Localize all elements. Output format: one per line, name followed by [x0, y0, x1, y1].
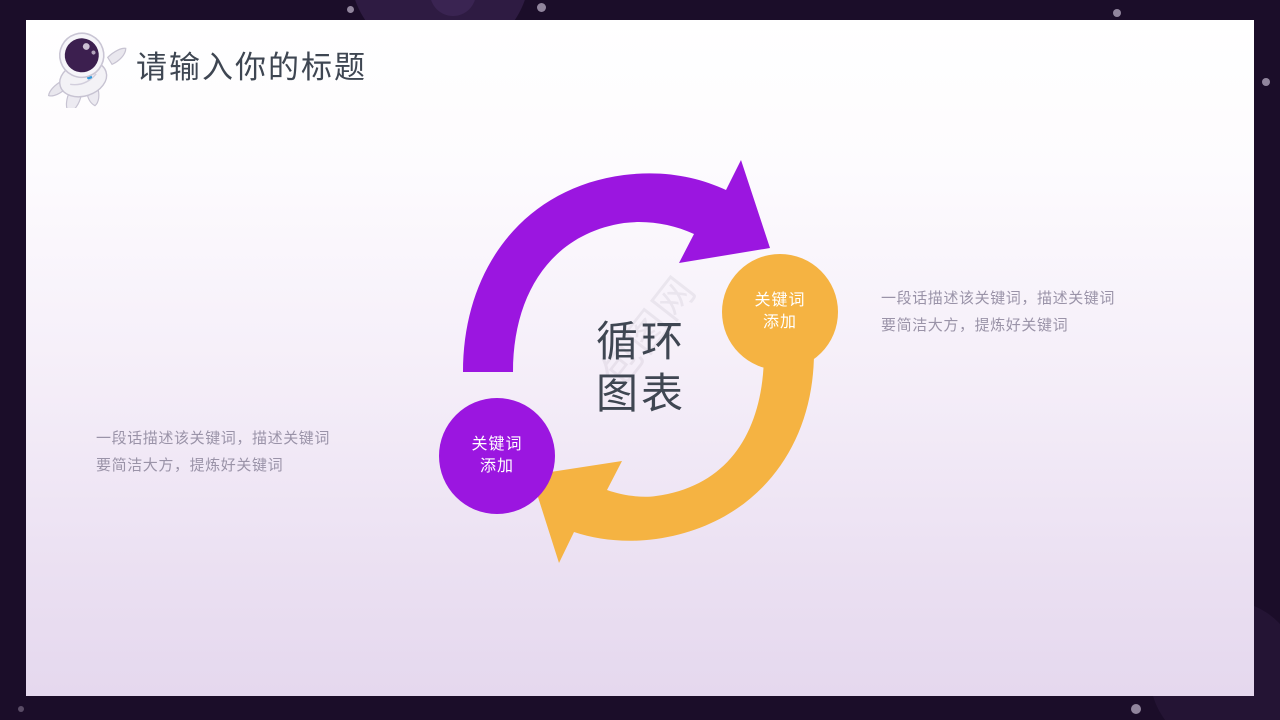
cycle-diagram: 包图网 循环 图表 关键词 添加 关键词 添加 一段话描述该关键词，描述关键词 … — [26, 20, 1254, 696]
node-keyword-bottom[interactable]: 关键词 添加 — [439, 398, 555, 514]
diagram-center-label: 循环 图表 — [556, 316, 726, 420]
star-icon — [1262, 78, 1270, 86]
star-icon — [537, 3, 546, 12]
page-title: 请输入你的标题 — [136, 50, 367, 85]
slide-canvas: 请输入你的标题 包图网 循环 图表 关键词 添加 — [26, 20, 1254, 696]
node-bottom-label-line-2: 添加 — [479, 458, 514, 475]
description-right: 一段话描述该关键词，描述关键词 要简洁大方，提炼好关键词 — [881, 290, 1116, 334]
star-icon — [347, 6, 354, 13]
node-top-label-line-1: 关键词 — [754, 292, 806, 309]
center-label-line-1: 循环 — [595, 318, 686, 365]
slide-header: 请输入你的标题 — [26, 20, 1254, 116]
node-keyword-top[interactable]: 关键词 添加 — [722, 254, 838, 370]
star-icon — [1113, 9, 1121, 17]
cycle-arrows — [463, 160, 814, 563]
star-icon — [1131, 704, 1141, 714]
star-icon — [18, 706, 24, 712]
description-left: 一段话描述该关键词，描述关键词 要简洁大方，提炼好关键词 — [96, 430, 331, 474]
center-label-line-2: 图表 — [595, 370, 686, 417]
purple-arrow-icon — [463, 160, 770, 372]
orange-arrow-icon — [531, 352, 814, 563]
astronaut-icon — [40, 28, 136, 113]
node-bottom-label-line-1: 关键词 — [471, 436, 523, 453]
planet-decoration-small — [430, 0, 476, 16]
node-top-label-line-2: 添加 — [762, 314, 797, 331]
